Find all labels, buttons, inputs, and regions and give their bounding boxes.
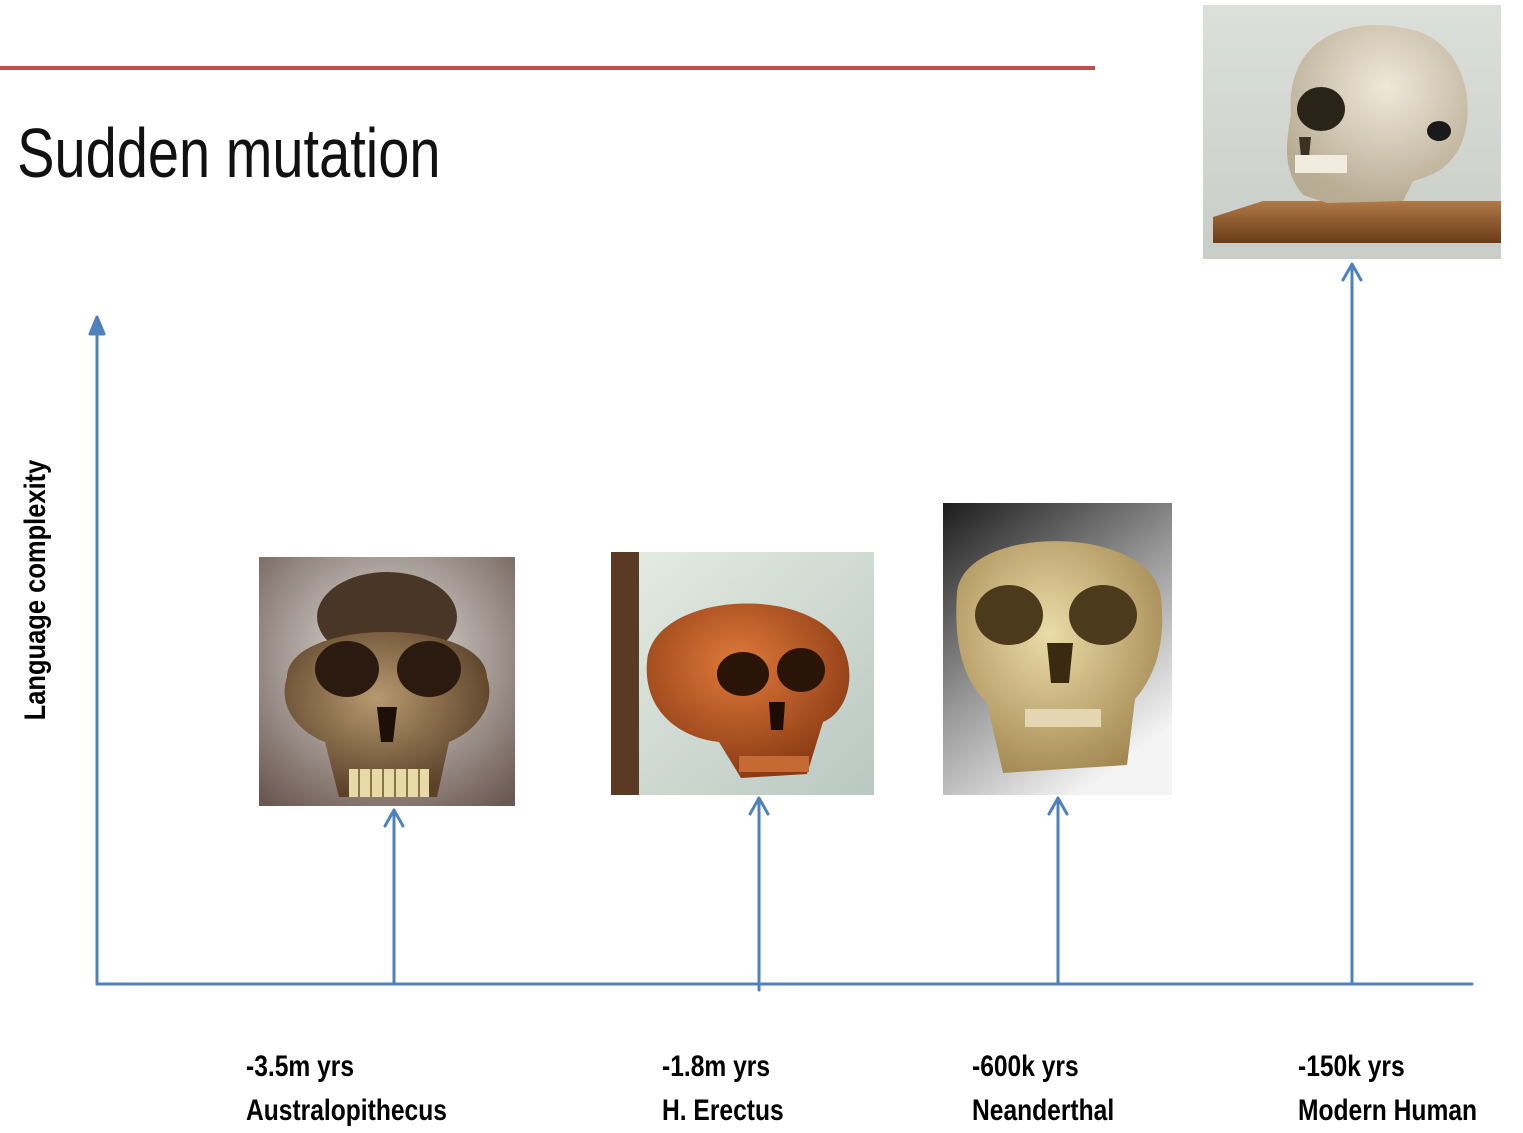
homo-erectus-skull-image	[611, 552, 874, 795]
milestone-species: Australopithecus	[246, 1089, 447, 1133]
milestone-label-neanderthal: -600k yrs Neanderthal	[972, 1045, 1114, 1133]
modern-human-skull-image	[1203, 5, 1501, 259]
y-axis-arrowhead	[90, 317, 104, 334]
neanderthal-skull-image	[943, 503, 1172, 795]
milestone-time: -150k yrs	[1298, 1045, 1477, 1089]
milestone-time: -3.5m yrs	[246, 1045, 447, 1089]
milestone-species: Neanderthal	[972, 1089, 1114, 1133]
milestone-time: -600k yrs	[972, 1045, 1114, 1089]
milestone-label-modern-human: -150k yrs Modern Human	[1298, 1045, 1477, 1133]
milestone-label-australopithecus: -3.5m yrs Australopithecus	[246, 1045, 447, 1133]
milestone-time: -1.8m yrs	[662, 1045, 784, 1089]
milestone-species: H. Erectus	[662, 1089, 784, 1133]
milestone-species: Modern Human	[1298, 1089, 1477, 1133]
australopithecus-skull-image	[259, 557, 515, 806]
milestone-label-erectus: -1.8m yrs H. Erectus	[662, 1045, 784, 1133]
